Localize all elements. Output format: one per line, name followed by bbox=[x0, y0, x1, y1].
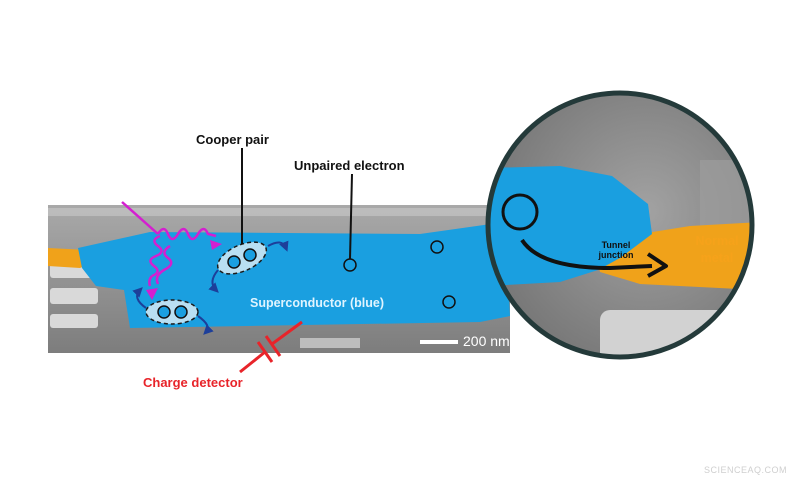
unpaired-electron-1 bbox=[343, 258, 357, 272]
unpaired-electron-3 bbox=[442, 295, 456, 309]
charge-detector-symbol bbox=[239, 320, 303, 374]
watermark: SCIENCEAQ.COM bbox=[704, 465, 788, 475]
superconductor-label: Superconductor (blue) bbox=[250, 296, 385, 310]
cooper-pair-label: Cooper pair bbox=[196, 132, 269, 147]
left-pad-middle bbox=[50, 288, 98, 304]
inset-border bbox=[485, 90, 755, 360]
cooper-pair-1 bbox=[208, 240, 289, 293]
tunnel-junction-label: Tunnel junction bbox=[590, 240, 642, 260]
unpaired-electron-pointer bbox=[349, 173, 353, 260]
inset-electron bbox=[501, 193, 539, 231]
normal-metal-line-1: Normal bbox=[695, 234, 739, 248]
tunnel-junction-line-1: Tunnel bbox=[601, 240, 631, 250]
unpaired-electron-2 bbox=[430, 240, 444, 254]
lower-electrode bbox=[300, 338, 360, 348]
tunnel-junction-line-2: junction bbox=[598, 250, 634, 260]
scale-bar bbox=[420, 340, 458, 344]
scale-bar-label: 200 nm bbox=[463, 333, 510, 349]
photon-arrows bbox=[121, 201, 222, 300]
superconductor-island bbox=[78, 222, 510, 328]
left-pad-bottom bbox=[50, 314, 98, 328]
cooper-pair-2 bbox=[132, 287, 214, 335]
normal-metal-line-2: metal bbox=[700, 251, 734, 265]
unpaired-electron-label: Unpaired electron bbox=[294, 158, 405, 173]
normal-metal-label: Normal metal bbox=[690, 233, 744, 267]
inset-zoom bbox=[485, 90, 755, 360]
tunneling-arrow bbox=[520, 238, 653, 271]
upper-electrode-edge bbox=[48, 208, 510, 216]
charge-detector-label: Charge detector bbox=[143, 375, 243, 390]
